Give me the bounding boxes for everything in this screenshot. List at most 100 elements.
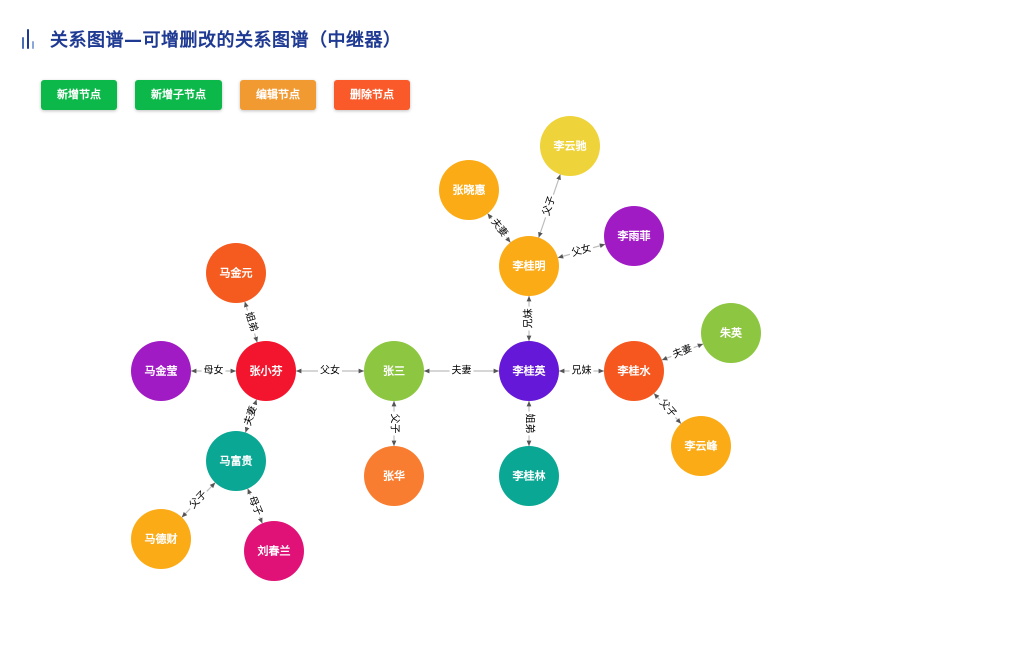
edge-label: 父女 xyxy=(570,241,593,259)
node-label: 李桂明 xyxy=(512,259,546,273)
edge-label-background xyxy=(569,365,594,377)
node-label: 刘春兰 xyxy=(258,544,291,558)
add-child-node-button[interactable]: 新增子节点 xyxy=(135,80,222,110)
bar-chart-icon xyxy=(20,27,40,51)
edge-zhangXiaoFen-maFuGui: 夫妻 xyxy=(241,399,261,433)
node-label: 马金莹 xyxy=(145,364,178,378)
edge-label-background xyxy=(655,395,680,422)
edge-zhangSan-zhangHua: 父子 xyxy=(388,401,401,446)
edge-label: 姐弟 xyxy=(243,310,261,333)
node-circle[interactable] xyxy=(439,160,499,220)
edge-label-background xyxy=(539,192,560,220)
node-liGuiShui[interactable]: 李桂水 xyxy=(604,341,664,401)
edge-label-background xyxy=(241,308,261,336)
page-header: 关系图谱—可增删改的关系图谱（中继器） xyxy=(20,24,402,54)
node-label: 李桂水 xyxy=(617,364,652,378)
node-maDeCai[interactable]: 马德财 xyxy=(131,509,191,569)
node-label: 李桂林 xyxy=(512,469,546,483)
edge-label-background xyxy=(523,411,535,436)
node-liGuiMing[interactable]: 李桂明 xyxy=(499,236,559,296)
edge-label: 姐弟 xyxy=(524,414,537,434)
edge-liGuiMing-zhangXiaoHui: 夫妻 xyxy=(486,213,512,243)
edge-label: 兄妹 xyxy=(572,365,592,377)
node-label: 朱英 xyxy=(719,326,743,340)
node-label: 张华 xyxy=(383,469,405,483)
edge-label: 夫妻 xyxy=(241,404,260,427)
node-liuChunLan[interactable]: 刘春兰 xyxy=(244,521,304,581)
node-circle[interactable] xyxy=(604,341,664,401)
edge-liGuiMing-liYuFei: 父女 xyxy=(557,241,606,261)
node-circle[interactable] xyxy=(364,341,424,401)
edge-label: 母女 xyxy=(204,364,224,377)
edge-liGuiYing-liGuiLin: 姐弟 xyxy=(523,401,537,446)
node-circle[interactable] xyxy=(206,431,266,491)
node-liYunChi[interactable]: 李云驰 xyxy=(540,116,600,176)
node-zhangXiaoFen[interactable]: 张小芬 xyxy=(236,341,296,401)
edge-label-background xyxy=(201,365,226,377)
node-circle[interactable] xyxy=(499,236,559,296)
edge-label-background xyxy=(449,365,474,377)
edge-zhangSan-liGuiYing: 夫妻 xyxy=(424,364,499,377)
edge-label-background xyxy=(669,342,696,362)
node-liGuiLin[interactable]: 李桂林 xyxy=(499,446,559,506)
delete-node-button[interactable]: 删除节点 xyxy=(334,80,410,110)
edge-label-background xyxy=(241,402,261,430)
node-maJinYing[interactable]: 马金莹 xyxy=(131,341,191,401)
node-maFuGui[interactable]: 马富贵 xyxy=(206,431,266,491)
node-circle[interactable] xyxy=(131,509,191,569)
edge-zhangSan-zhangXiaoFen: 父女 xyxy=(296,364,364,377)
edit-node-button[interactable]: 编辑节点 xyxy=(240,80,316,110)
node-label: 李云峰 xyxy=(684,439,719,453)
edge-label-background xyxy=(185,487,212,513)
edge-label-background xyxy=(523,306,535,331)
edge-label-background xyxy=(388,411,400,436)
node-circle[interactable] xyxy=(206,243,266,303)
edge-label-background xyxy=(318,365,342,377)
node-circle[interactable] xyxy=(671,416,731,476)
page-title: 关系图谱—可增删改的关系图谱（中继器） xyxy=(50,30,402,51)
toolbar: 新增节点 新增子节点 编辑节点 删除节点 xyxy=(41,80,428,110)
edge-liGuiShui-liYunFeng: 父子 xyxy=(653,392,682,425)
node-circle[interactable] xyxy=(236,341,296,401)
node-label: 马富贵 xyxy=(220,454,253,468)
node-liYunFeng[interactable]: 李云峰 xyxy=(671,416,731,476)
edge-label: 兄妹 xyxy=(523,309,535,329)
node-label: 张小芬 xyxy=(250,364,284,378)
edge-maFuGui-liuChunLan: 母子 xyxy=(244,488,266,524)
node-label: 张三 xyxy=(383,364,405,378)
add-node-button[interactable]: 新增节点 xyxy=(41,80,117,110)
node-circle[interactable] xyxy=(499,341,559,401)
edge-zhangXiaoFen-maJinYing: 母女 xyxy=(191,364,236,377)
node-circle[interactable] xyxy=(701,303,761,363)
edge-label-background xyxy=(568,241,595,261)
node-label: 马金元 xyxy=(220,266,253,280)
node-zhuYing[interactable]: 朱英 xyxy=(701,303,761,363)
edge-label: 夫妻 xyxy=(452,364,472,377)
node-liGuiYing[interactable]: 李桂英 xyxy=(499,341,559,401)
edge-label-background xyxy=(486,214,512,242)
edge-label: 父子 xyxy=(389,414,401,434)
node-circle[interactable] xyxy=(540,116,600,176)
edge-maFuGui-maDeCai: 父子 xyxy=(181,482,216,518)
node-zhangHua[interactable]: 张华 xyxy=(364,446,424,506)
edge-liGuiYing-liGuiMing: 兄妹 xyxy=(523,296,535,341)
node-label: 马德财 xyxy=(145,532,178,546)
edge-liGuiYing-liGuiShui: 兄妹 xyxy=(559,365,604,377)
node-circle[interactable] xyxy=(131,341,191,401)
node-label: 李桂英 xyxy=(512,364,547,378)
node-liYuFei[interactable]: 李雨菲 xyxy=(604,206,664,266)
node-circle[interactable] xyxy=(604,206,664,266)
node-zhangSan[interactable]: 张三 xyxy=(364,341,424,401)
edge-liGuiMing-liYunChi: 父子 xyxy=(538,174,561,238)
node-label: 李云驰 xyxy=(553,139,587,153)
node-circle[interactable] xyxy=(244,521,304,581)
edge-label: 父子 xyxy=(540,194,558,217)
node-circle[interactable] xyxy=(364,446,424,506)
edge-label: 父女 xyxy=(320,364,340,377)
edge-zhangXiaoFen-maJinYuan: 姐弟 xyxy=(241,301,261,343)
node-zhangXiaoHui[interactable]: 张晓惠 xyxy=(439,160,499,220)
node-circle[interactable] xyxy=(499,446,559,506)
node-label: 张晓惠 xyxy=(453,183,486,197)
node-maJinYuan[interactable]: 马金元 xyxy=(206,243,266,303)
